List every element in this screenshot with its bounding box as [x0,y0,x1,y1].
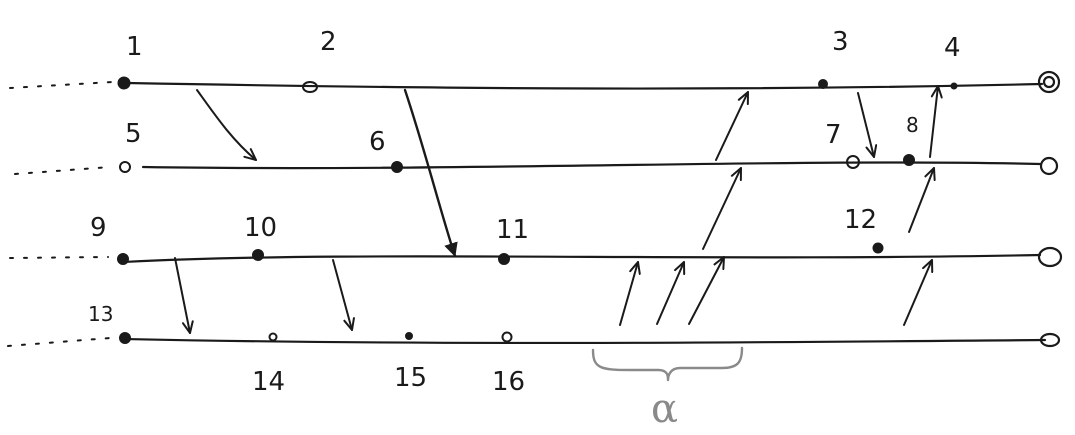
message-arrows [174,85,943,334]
event-label-3: 3 [832,27,849,57]
terminal-circles [1037,70,1063,348]
alpha-label: α [651,386,678,432]
event-label-2: 2 [320,27,337,57]
event-label-16: 16 [492,367,525,397]
event-dot-16 [501,331,513,343]
event-label-10: 10 [244,213,277,243]
event-dot-7 [846,155,860,169]
event-dot-12 [872,242,884,254]
event-label-12: 12 [844,205,877,235]
message-arrow-3-to-7 [857,92,878,158]
end-node-process-3 [1037,246,1063,268]
event-dot-9 [117,253,129,265]
event-dot-14 [268,332,278,342]
end-node-process-1 [1037,70,1061,94]
event-dot-2 [302,81,318,93]
event-dot-13 [119,332,131,344]
event-dot-3 [818,79,828,89]
timeline-process-2 [141,161,1042,170]
message-arrow-burst-1 [619,261,641,326]
event-label-14: 14 [252,367,285,397]
event-label-5: 5 [125,119,142,149]
event-dot-5 [119,161,131,173]
event-label-11: 11 [496,215,529,245]
message-arrow-7-up-4 [929,85,943,158]
event-label-6: 6 [369,127,386,157]
message-arrow-16-up-12 [903,259,934,326]
timeline-process-3 [121,253,1042,264]
event-dot-15 [405,332,413,340]
event-dot-4 [950,82,958,90]
message-arrow-3-up-2 [702,167,742,250]
message-arrow-2-up-1 [715,91,749,161]
end-node-process-4 [1039,332,1061,348]
timeline-process-4 [123,337,1047,345]
event-dots [117,76,958,344]
alpha-brace [591,346,744,382]
timeline-process-1 [123,81,1044,90]
dotted-lead-ins [7,81,113,347]
event-dot-10 [252,249,264,261]
message-arrow-2-to-11 [403,88,458,258]
message-arrow-9-to-13 [174,257,194,334]
event-label-9: 9 [90,213,107,243]
event-dot-8 [903,154,915,166]
event-label-7: 7 [825,120,842,150]
event-dot-1 [117,76,131,90]
process-timelines [121,81,1047,345]
message-arrow-12-up-7 [908,167,936,233]
end-node-process-2 [1039,156,1059,176]
event-label-15: 15 [394,363,427,393]
event-dot-11 [498,253,510,265]
event-label-13: 13 [88,302,113,326]
event-label-4: 4 [944,33,961,63]
event-label-8: 8 [906,113,919,137]
event-label-1: 1 [126,32,143,62]
message-arrow-burst-3 [688,256,725,325]
message-arrow-1-to-2 [196,89,257,161]
message-arrow-10-to-15 [332,259,355,331]
message-arrow-burst-2 [656,261,686,325]
event-labels: 1 2 3 4 5 6 7 8 9 10 11 12 13 14 15 16 [88,27,961,397]
event-dot-6 [391,161,403,173]
